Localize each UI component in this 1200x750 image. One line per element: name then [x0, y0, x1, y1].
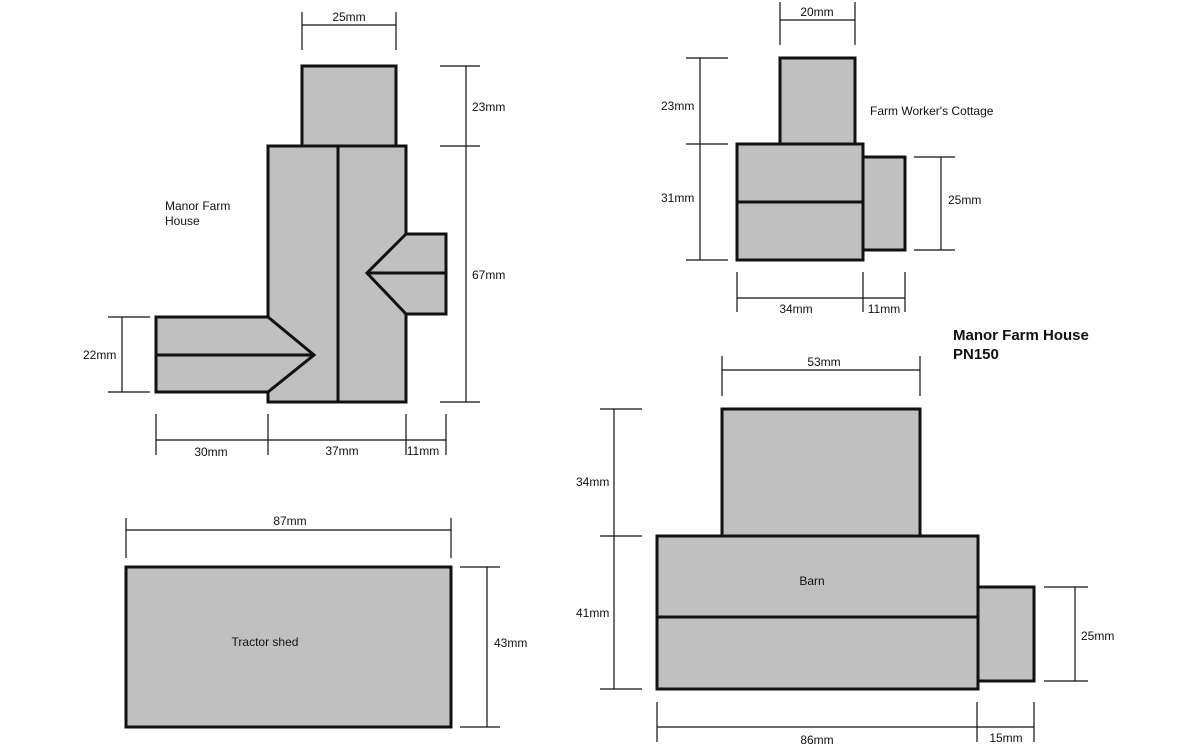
barn-dim-main-height-label: 41mm — [576, 606, 609, 620]
barn-dim-annex-width-label: 15mm — [989, 731, 1022, 745]
barn-dim-annex-height: 25mm — [1044, 586, 1114, 682]
barn-annex — [976, 585, 1036, 683]
manor-dim-right-wing-width-label: 11mm — [407, 444, 439, 458]
cottage-dim-annex-width-label: 11mm — [868, 302, 900, 316]
cottage-dim-left-heights: 23mm 31mm — [661, 57, 728, 261]
barn: Barn 53mm 34mm 41mm 25mm — [576, 355, 1114, 747]
tractor-shed-dim-width-label: 87mm — [273, 514, 306, 528]
manor-farm-house: Manor Farm House 25mm 23mm 67mm 22mm — [83, 10, 505, 459]
farm-workers-cottage: Farm Worker's Cottage 20mm 23mm 31mm 25m… — [661, 2, 994, 316]
cottage-dim-top-width: 20mm — [779, 2, 856, 45]
manor-dim-bottom-widths: 30mm 37mm 11mm — [155, 414, 447, 459]
cottage-dim-main-width-label: 34mm — [779, 302, 812, 316]
manor-dim-main-width-label: 37mm — [325, 444, 358, 458]
tractor-shed-dim-width: 87mm — [125, 514, 452, 558]
cottage-top-block — [778, 56, 857, 146]
tractor-shed-dim-height-label: 43mm — [494, 636, 527, 650]
barn-dim-annex-height-label: 25mm — [1081, 629, 1114, 643]
manor-dim-top-width-label: 25mm — [332, 10, 365, 24]
cottage-dim-annex-height: 25mm — [914, 156, 981, 251]
manor-dim-left-wing-height: 22mm — [83, 316, 150, 393]
barn-dim-top-width: 53mm — [721, 355, 921, 396]
barn-dim-left-heights: 34mm 41mm — [576, 408, 642, 690]
manor-label-line1: Manor Farm — [165, 199, 230, 213]
title-line2: PN150 — [953, 346, 999, 363]
diagram-title: Manor Farm House PN150 — [953, 327, 1089, 363]
manor-dim-left-wing-height-label: 22mm — [83, 348, 116, 362]
tractor-shed: Tractor shed 87mm 43mm — [124, 514, 527, 729]
manor-dim-top-height-label: 23mm — [472, 100, 505, 114]
cottage-dim-annex-height-label: 25mm — [948, 193, 981, 207]
tractor-shed-label: Tractor shed — [232, 635, 299, 649]
barn-main-block — [655, 534, 980, 691]
tractor-shed-block — [124, 565, 453, 729]
manor-dim-main-height-label: 67mm — [472, 268, 505, 282]
cottage-annex — [861, 155, 907, 252]
manor-label-line2: House — [165, 214, 200, 228]
manor-dim-right-heights: 23mm 67mm — [440, 65, 505, 403]
title-line1: Manor Farm House — [953, 327, 1089, 344]
barn-dim-bottom-widths: 86mm 15mm — [656, 702, 1035, 747]
cottage-dim-top-height-label: 23mm — [661, 99, 694, 113]
manor-dim-top-width: 25mm — [301, 10, 397, 50]
barn-top-block — [720, 407, 922, 538]
cottage-dim-bottom-widths: 34mm 11mm — [736, 272, 906, 316]
manor-top-block — [300, 64, 398, 148]
tractor-shed-dim-height: 43mm — [460, 566, 527, 728]
barn-dim-top-width-label: 53mm — [807, 355, 840, 369]
cottage-label: Farm Worker's Cottage — [870, 104, 994, 118]
cottage-dim-main-height-label: 31mm — [661, 191, 694, 205]
barn-dim-top-height-label: 34mm — [576, 475, 609, 489]
manor-dim-left-wing-width-label: 30mm — [194, 445, 227, 459]
barn-label: Barn — [799, 574, 824, 588]
barn-dim-main-width-label: 86mm — [800, 733, 833, 747]
cottage-dim-top-width-label: 20mm — [800, 5, 833, 19]
